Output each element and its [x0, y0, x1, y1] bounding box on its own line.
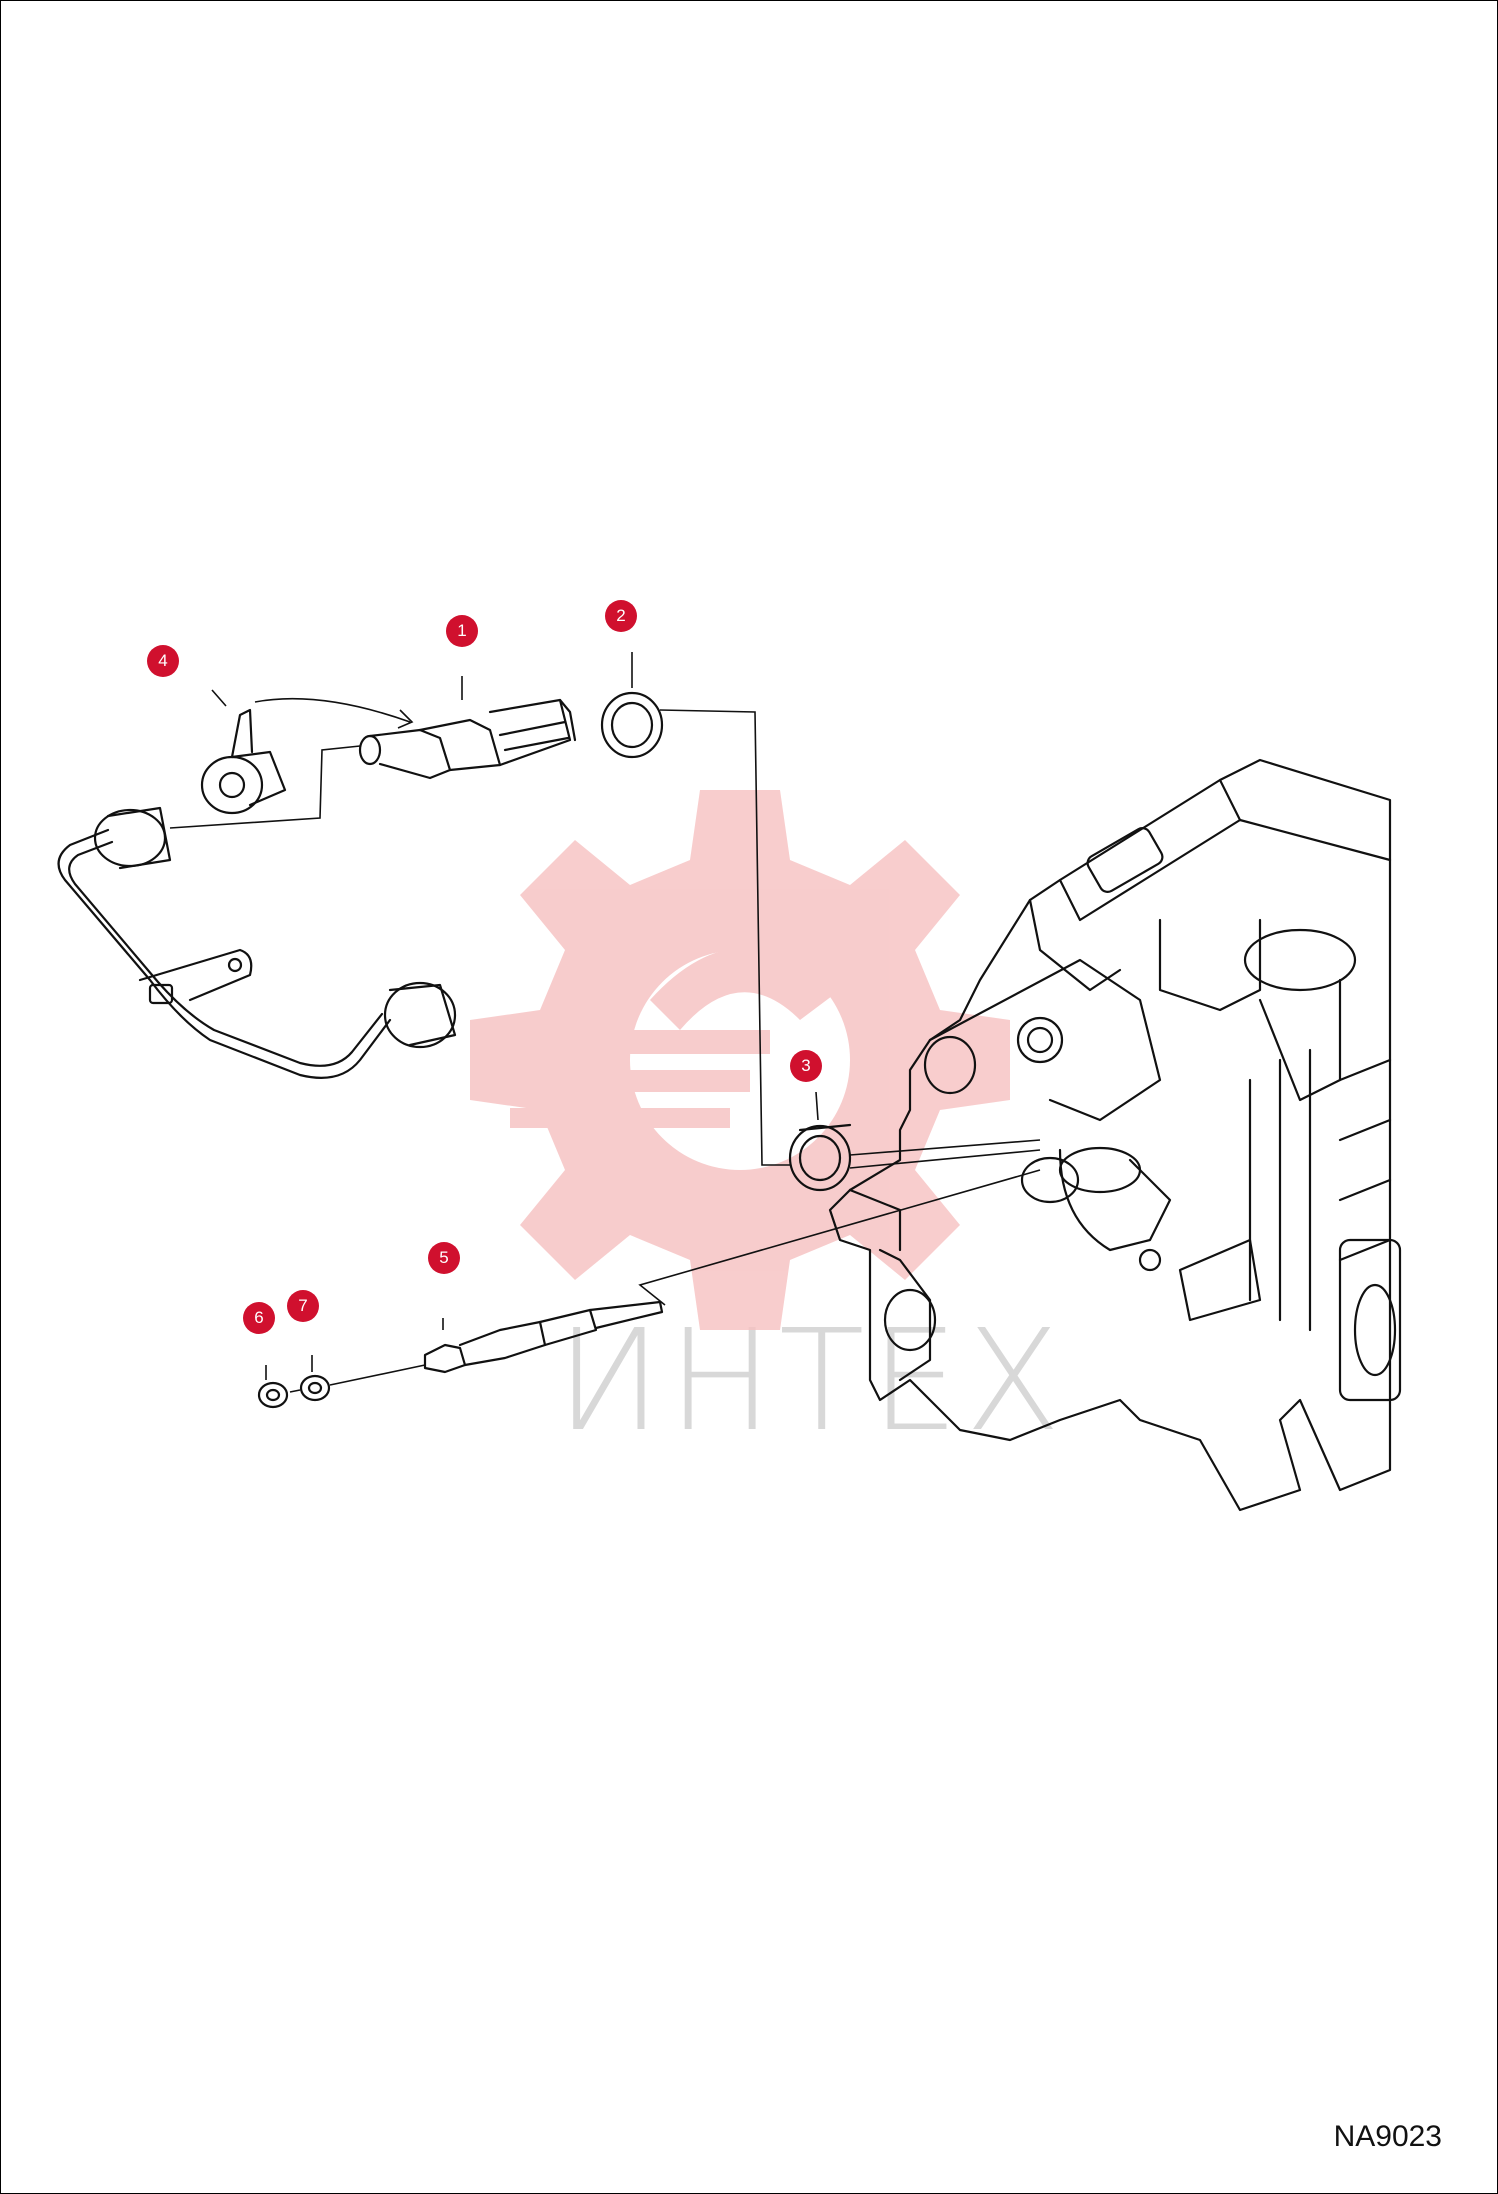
- glow-plug: [423, 1300, 664, 1374]
- leader-lines: [169, 652, 1041, 1393]
- fuel-pipe: [57, 806, 457, 1079]
- nozzle-seat-gasket: [600, 691, 664, 759]
- callout-7[interactable]: 7: [287, 1290, 319, 1322]
- watermark-logo: [470, 790, 1010, 1330]
- glow-plug-washer: [299, 1374, 331, 1402]
- engine-block: [828, 758, 1402, 1512]
- callout-3[interactable]: 3: [790, 1050, 822, 1082]
- banjo-leak-off-fitting: [200, 708, 287, 815]
- diagram-code: NA9023: [1333, 2120, 1442, 2153]
- injector-nozzle: [358, 698, 577, 780]
- callout-2[interactable]: 2: [605, 600, 637, 632]
- glow-plug-nut: [257, 1381, 289, 1409]
- callout-5[interactable]: 5: [428, 1242, 460, 1274]
- callout-4[interactable]: 4: [147, 645, 179, 677]
- heat-shield-seal: [788, 1123, 852, 1192]
- watermark-text: ИНТЕХ: [556, 1300, 1067, 1463]
- callout-6[interactable]: 6: [243, 1302, 275, 1334]
- callout-1[interactable]: 1: [446, 615, 478, 647]
